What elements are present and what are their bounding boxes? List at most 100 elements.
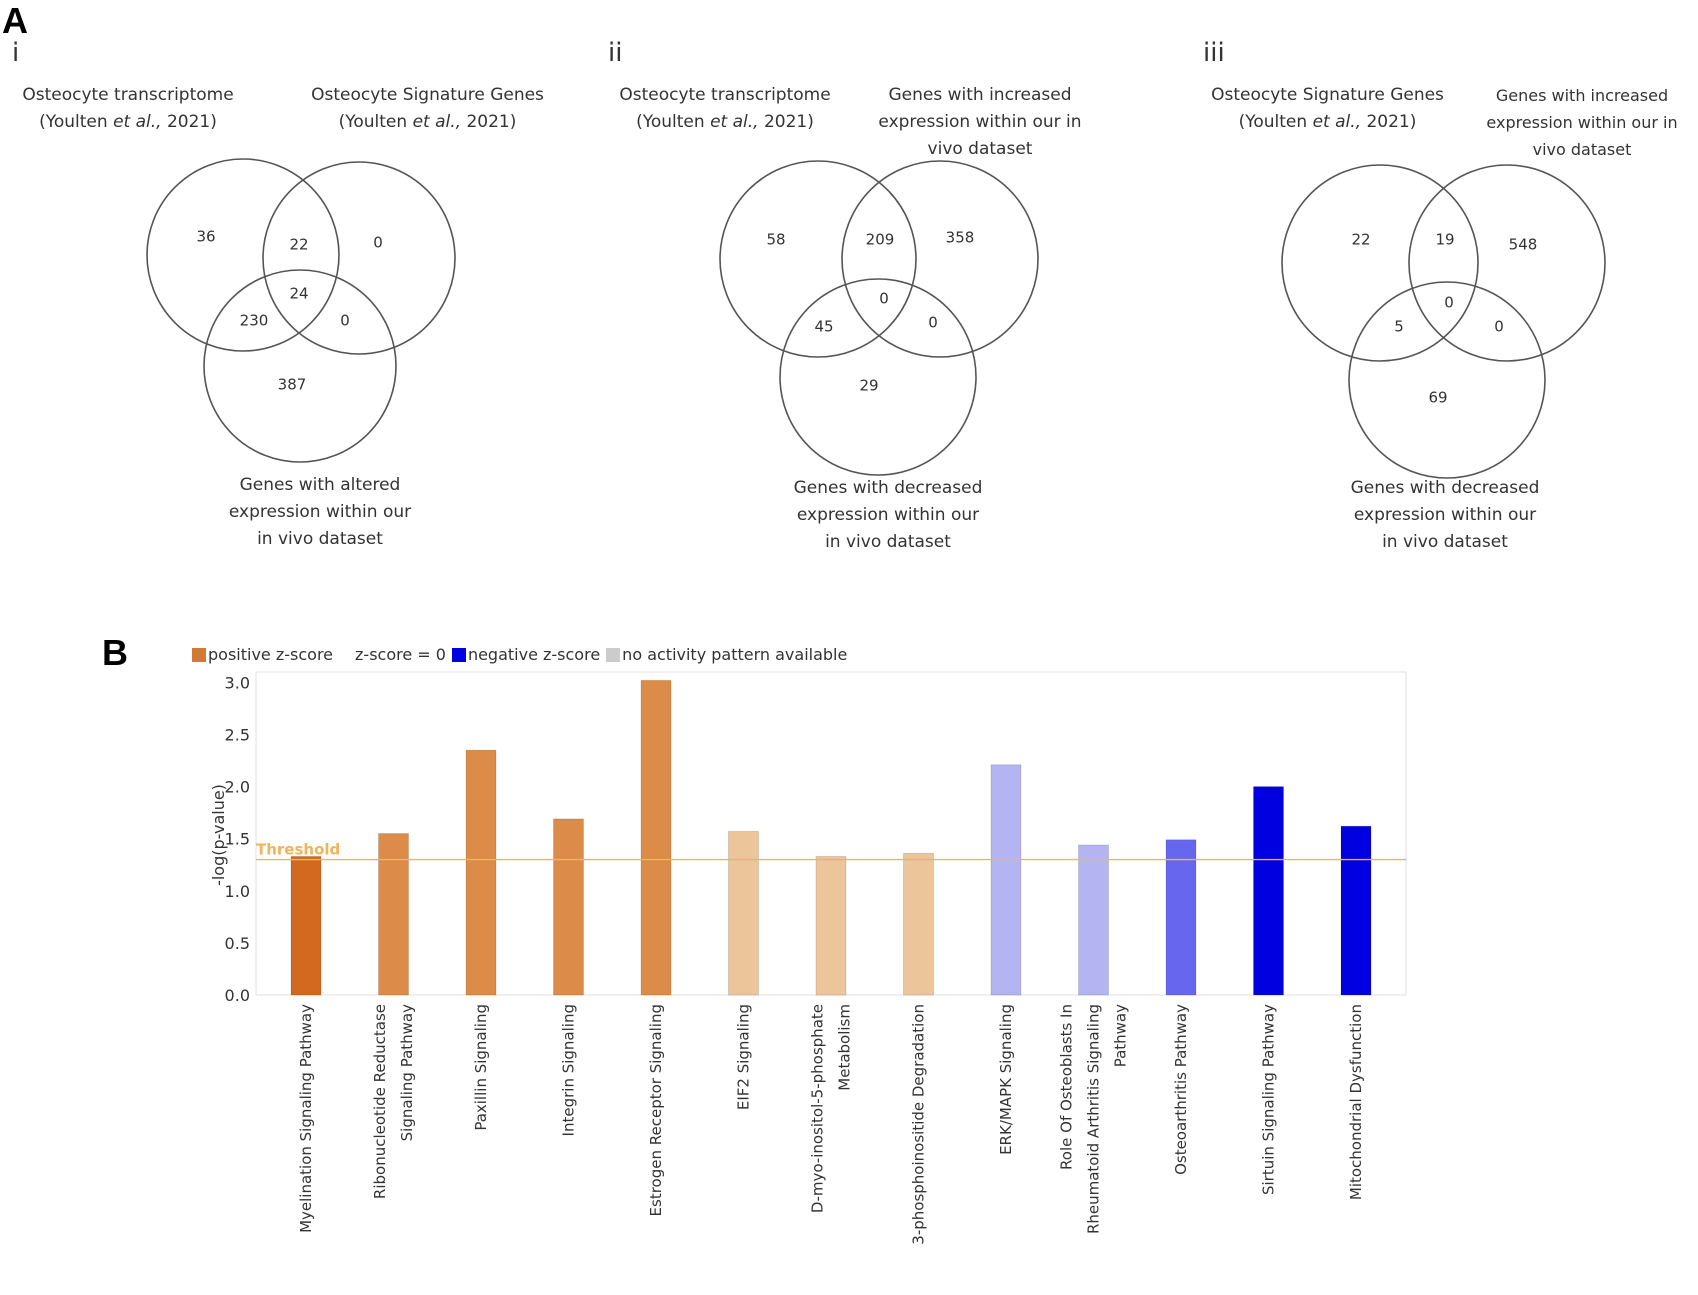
venn-ii-circle-c	[779, 278, 977, 476]
venn-ii-circle-a	[719, 160, 917, 358]
venn-label-line: Osteocyte Signature Genes	[311, 85, 544, 105]
venn-iii-count-bc: 0	[1494, 318, 1504, 336]
x-tick-label: EIF2 Signaling	[735, 1004, 753, 1110]
venn-ii-numeral: ii	[608, 38, 623, 68]
x-tick-label-line: Osteoarthritis Pathway	[1172, 1004, 1190, 1175]
bar	[465, 749, 497, 996]
venn-iii-top-left-label: Osteocyte Signature Genes (Youlten et al…	[1200, 82, 1455, 136]
venn-label-line: Osteocyte transcriptome	[619, 85, 831, 105]
venn-ii-top-right-label: Genes with increased expression within o…	[878, 85, 1082, 159]
venn-i-numeral: i	[12, 38, 20, 68]
venn-i-circle-c	[203, 269, 397, 463]
bar	[1340, 825, 1372, 996]
x-tick-label: Sirtuin Signaling Pathway	[1260, 1004, 1278, 1195]
venn-ii-count-a-only: 58	[766, 231, 785, 249]
venn-ii-count-c-only: 29	[859, 377, 878, 395]
y-tick-label: 3.0	[225, 673, 250, 692]
venn-iii-count-a-only: 22	[1351, 231, 1370, 249]
y-tick-label: 0.5	[225, 934, 250, 953]
bar	[290, 855, 322, 996]
legend-zero: z-score = 0	[339, 645, 446, 664]
x-tick-label-line: Paxillin Signaling	[472, 1004, 490, 1131]
venn-iii-numeral: iii	[1203, 38, 1225, 68]
x-tick-label-line: Mitochondrial Dysfunction	[1347, 1004, 1365, 1200]
legend-na-swatch	[606, 647, 621, 662]
x-tick-label-line: Role Of Osteoblasts In	[1058, 1004, 1076, 1170]
x-tick-label-line: EIF2 Signaling	[735, 1004, 753, 1110]
legend-zero-label: z-score = 0	[355, 645, 446, 664]
bar	[903, 852, 934, 996]
y-tick-label: 2.5	[225, 726, 250, 745]
chart-legend: positive z-score z-score = 0 negative z-…	[192, 645, 853, 664]
y-tick-label: 1.5	[225, 830, 250, 849]
bar	[990, 764, 1022, 996]
x-tick-label-line: Signaling Pathway	[398, 1004, 416, 1141]
venn-i-count-abc: 24	[289, 285, 308, 303]
x-tick-label: Myelination Signaling Pathway	[297, 1004, 315, 1233]
panel-b-letter: B	[102, 632, 128, 673]
venn-ii-circle-b	[841, 160, 1039, 358]
x-tick-label: ERK/MAPK Signaling	[997, 1004, 1015, 1155]
venn-ii-count-bc: 0	[928, 314, 938, 332]
venn-iii-circle-a	[1281, 164, 1479, 362]
y-axis: 0.00.51.01.52.02.53.0	[225, 673, 250, 1005]
bar	[1165, 839, 1197, 996]
x-tick-label: Role Of Osteoblasts In Rheumatoid Arthrit…	[1058, 1004, 1130, 1234]
y-axis-label: -log(p-value)	[209, 784, 228, 886]
x-tick-label-line: Estrogen Receptor Signaling	[647, 1004, 665, 1216]
bars	[290, 679, 1372, 996]
venn-i-circle-b	[262, 161, 456, 355]
venn-ii-count-b-only: 358	[946, 229, 975, 247]
venn-iii-count-ab: 19	[1435, 231, 1454, 249]
x-tick-label-line: Myelination Signaling Pathway	[297, 1004, 315, 1233]
x-tick-label-line: D-myo-inositol-5-phosphate	[809, 1004, 827, 1213]
x-tick-label: Estrogen Receptor Signaling	[647, 1004, 665, 1216]
legend-na-label: no activity pattern available	[622, 645, 848, 664]
venn-ii-count-ac: 45	[814, 318, 833, 336]
bar	[553, 818, 584, 996]
legend-na: no activity pattern available	[606, 645, 847, 664]
venn-ii-count-abc: 0	[879, 290, 889, 308]
x-tick-label-line: Integrin Signaling	[560, 1004, 578, 1136]
x-axis-labels: Myelination Signaling Pathway Ribonucleot…	[297, 1004, 1365, 1245]
venn-i: 36 22 0 230 24 0 387	[146, 158, 456, 463]
venn-i-count-b-only: 0	[373, 234, 383, 252]
venn-i-bottom-label: Genes with altered expression within our…	[228, 475, 412, 549]
y-tick-label: 1.0	[225, 882, 250, 901]
venn-i-count-ab: 22	[289, 236, 308, 254]
venn-iii-count-c-only: 69	[1428, 389, 1447, 407]
venn-iii-count-ac: 5	[1394, 318, 1404, 336]
venn-iii-circle-b	[1408, 164, 1606, 362]
x-tick-label-line: Pathway	[1112, 1004, 1130, 1067]
legend-positive-label: positive z-score	[208, 645, 334, 664]
x-tick-label: Osteoarthritis Pathway	[1172, 1004, 1190, 1175]
venn-ii-count-ab: 209	[866, 231, 895, 249]
legend-negative-label: negative z-score	[467, 645, 601, 664]
legend-negative-swatch	[451, 647, 466, 662]
legend-zero-swatch	[339, 647, 354, 662]
x-tick-label-line: 3-phosphoinositide Degradation	[910, 1004, 928, 1245]
venn-i-circle-a	[146, 158, 340, 352]
venn-i-count-bc: 0	[340, 312, 350, 330]
legend-positive-swatch	[192, 647, 206, 662]
venn-ii-bottom-label: Genes with decreased expression within o…	[793, 478, 983, 552]
panel-a-letter: A	[2, 0, 28, 41]
venn-label-line: Osteocyte Signature Genes	[1211, 85, 1444, 105]
bar	[1253, 786, 1284, 996]
x-tick-label: Mitochondrial Dysfunction	[1347, 1004, 1365, 1200]
venn-iii-count-b-only: 548	[1509, 236, 1538, 254]
venn-i-top-right-label: Osteocyte Signature Genes (Youlten et al…	[300, 82, 555, 136]
x-tick-label-line: Ribonucleotide Reductase	[371, 1004, 389, 1199]
y-tick-label: 2.0	[225, 778, 250, 797]
venn-i-count-ac: 230	[240, 312, 269, 330]
venn-iii-bottom-label: Genes with decreased expression within o…	[1350, 478, 1540, 552]
x-tick-label-line: Rheumatoid Arthritis Signaling	[1085, 1004, 1103, 1234]
x-tick-label-line: ERK/MAPK Signaling	[997, 1004, 1015, 1155]
bar	[640, 679, 672, 996]
venn-iii-circle-c	[1348, 281, 1546, 479]
venn-i-top-left-label: Osteocyte transcriptome (Youlten et al.,…	[8, 82, 248, 136]
venn-diagrams: 36 22 0 230 24 0 387 58 209 358 45 0 0 2…	[146, 158, 1606, 479]
venn-label-line: Osteocyte transcriptome	[22, 85, 234, 105]
